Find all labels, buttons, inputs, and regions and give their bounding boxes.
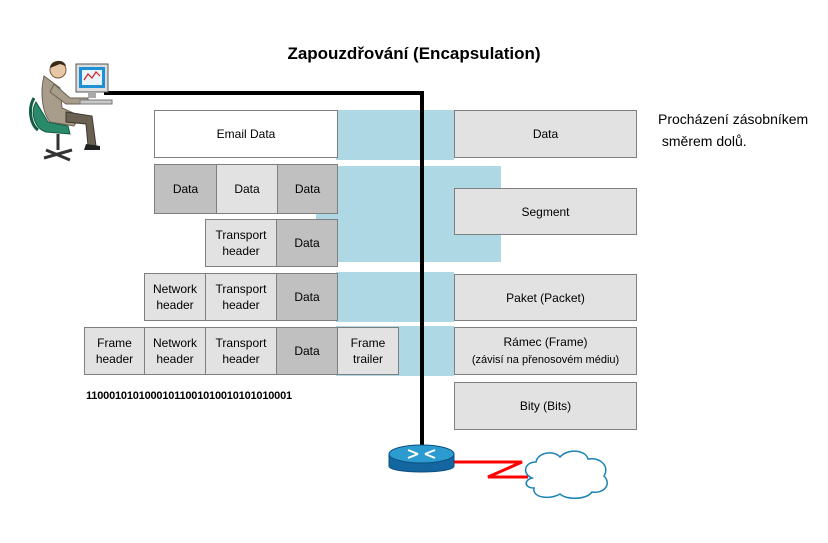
segment-data: Data bbox=[276, 219, 338, 267]
router-icon bbox=[388, 444, 455, 473]
frame-transport-header: Transport header bbox=[205, 327, 277, 375]
diagram-title: Zapouzdřování (Encapsulation) bbox=[287, 44, 541, 63]
direction-note: Procházení zásobníkem směrem dolů. bbox=[658, 111, 809, 149]
layer-frame-sublabel: (závisí na přenosovém médiu) bbox=[471, 354, 620, 366]
email-data-box: Email Data bbox=[154, 110, 338, 158]
layer-data-label: Data bbox=[532, 127, 559, 141]
segment-data-piece-1: Data bbox=[154, 164, 217, 214]
frame-trailer: Frame trailer bbox=[337, 327, 399, 375]
segment-transport-header: Transport header bbox=[205, 219, 277, 267]
layer-packet: Paket (Packet) bbox=[454, 274, 637, 321]
bit-stream: 11000101010001011001010010101010001 bbox=[86, 390, 292, 402]
frame-data: Data bbox=[276, 327, 338, 375]
layer-segment: Segment bbox=[454, 188, 637, 235]
layer-frame: Rámec (Frame) (závisí na přenosovém médi… bbox=[454, 327, 637, 375]
flow-band-packet bbox=[336, 272, 454, 322]
layer-data: Data bbox=[454, 110, 637, 158]
network-cable bbox=[104, 91, 424, 455]
flow-band-data bbox=[336, 110, 454, 160]
layer-bits: Bity (Bits) bbox=[454, 382, 637, 430]
packet-transport-header: Transport header bbox=[205, 273, 277, 321]
segment-data-piece-2: Data bbox=[216, 164, 278, 214]
cloud-icon bbox=[524, 450, 608, 499]
layer-segment-label: Segment bbox=[521, 204, 570, 219]
serial-link bbox=[452, 460, 528, 479]
packet-network-header: Network header bbox=[144, 273, 206, 321]
packet-data: Data bbox=[276, 273, 338, 321]
segment-data-piece-3: Data bbox=[277, 164, 338, 214]
layer-bits-label: Bity (Bits) bbox=[519, 399, 572, 413]
layer-packet-label: Paket (Packet) bbox=[506, 290, 585, 305]
frame-header: Frame header bbox=[84, 327, 145, 375]
frame-network-header: Network header bbox=[144, 327, 206, 375]
user-at-computer-icon bbox=[29, 60, 113, 162]
layer-frame-label: Rámec (Frame) bbox=[503, 335, 588, 349]
